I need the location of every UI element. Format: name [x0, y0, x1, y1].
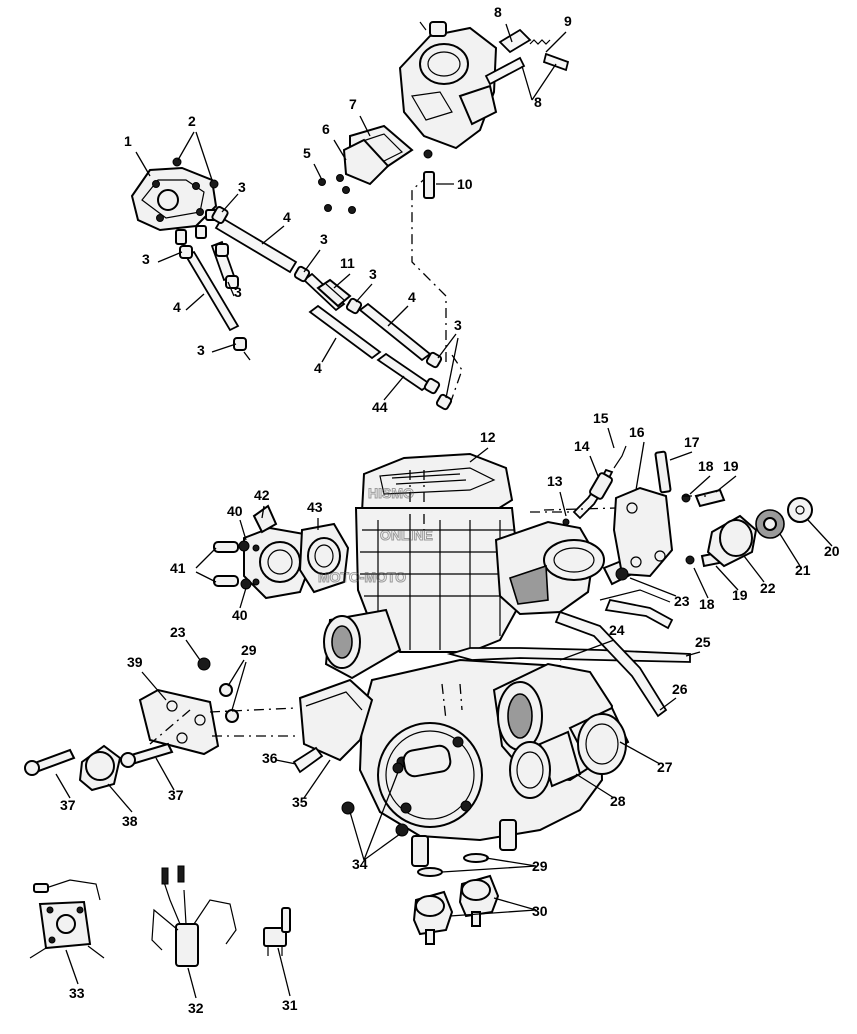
watermark-line-1: HISMO [368, 485, 414, 501]
callout-c8a: 8 [494, 4, 502, 20]
callout-c30: 30 [532, 903, 548, 919]
electrical-parts [29, 865, 291, 967]
callout-c14: 14 [574, 438, 590, 454]
callout-c19b: 19 [732, 587, 748, 603]
callout-c3a: 3 [238, 179, 246, 195]
callout-c3b: 3 [142, 251, 150, 267]
bottom-engine-mounts [412, 853, 500, 945]
callout-c17: 17 [684, 434, 700, 450]
callout-c7: 7 [349, 96, 357, 112]
callout-c4a: 4 [283, 209, 291, 225]
callout-c6: 6 [322, 121, 330, 137]
callout-c18b: 18 [699, 596, 715, 612]
callout-c3f: 3 [369, 266, 377, 282]
callout-c23a: 23 [674, 593, 690, 609]
callout-c3e: 3 [320, 231, 328, 247]
carburetor-assembly [318, 21, 570, 214]
callout-c4d: 4 [314, 360, 322, 376]
callout-c4b: 4 [173, 299, 181, 315]
watermark-line-2: ONLINE [380, 527, 433, 543]
callout-c37b: 37 [168, 787, 184, 803]
callout-c42: 42 [254, 487, 270, 503]
callout-c38: 38 [122, 813, 138, 829]
right-engine-mount [543, 450, 813, 581]
engine-assembly [292, 445, 691, 867]
callout-c5: 5 [303, 145, 311, 161]
callout-c32: 32 [188, 1000, 204, 1016]
callout-c10: 10 [457, 176, 473, 192]
callout-c43: 43 [307, 499, 323, 515]
callout-c40b: 40 [232, 607, 248, 623]
callout-c26: 26 [672, 681, 688, 697]
callout-c4c: 4 [408, 289, 416, 305]
callout-c13: 13 [547, 473, 563, 489]
callout-c31: 31 [282, 997, 298, 1013]
callout-c16: 16 [629, 424, 645, 440]
callout-c29a: 29 [532, 858, 548, 874]
callout-c3c: 3 [234, 284, 242, 300]
callout-c11: 11 [340, 255, 355, 271]
leader-lines [55, 23, 833, 999]
left-engine-mount [24, 657, 300, 792]
callout-c9: 9 [564, 13, 572, 29]
callout-c23b: 23 [170, 624, 186, 640]
callout-c27: 27 [657, 759, 673, 775]
callout-c28: 28 [610, 793, 626, 809]
callout-c29b: 29 [241, 642, 257, 658]
watermark-line-3: MOTO-MOTO [318, 569, 406, 585]
callout-c33: 33 [69, 985, 85, 1001]
callout-c41: 41 [170, 560, 186, 576]
exhaust-flange-assembly [213, 504, 350, 600]
callout-c35: 35 [292, 794, 308, 810]
callout-c39: 39 [127, 654, 143, 670]
callout-c40a: 40 [227, 503, 243, 519]
callout-c36: 36 [262, 750, 278, 766]
fuel-pump-assembly [130, 157, 219, 245]
callout-c22: 22 [760, 580, 776, 596]
callout-c8b: 8 [534, 94, 542, 110]
callout-c12: 12 [480, 429, 496, 445]
callout-c44: 44 [372, 399, 388, 415]
callout-c20: 20 [824, 543, 840, 559]
callout-c3g: 3 [454, 317, 462, 333]
callout-c15: 15 [593, 410, 609, 426]
watermark: HISMO ONLINE MOTO-MOTO [318, 485, 434, 586]
callout-c19a: 19 [723, 458, 739, 474]
callout-c34: 34 [352, 856, 368, 872]
callout-c25: 25 [695, 634, 711, 650]
callout-c18a: 18 [698, 458, 714, 474]
fuel-lines [179, 175, 463, 411]
callout-c21: 21 [795, 562, 811, 578]
callout-c24: 24 [609, 622, 625, 638]
callout-c2: 2 [188, 113, 196, 129]
callout-c3d: 3 [197, 342, 205, 358]
callout-c37a: 37 [60, 797, 76, 813]
callout-c1: 1 [124, 133, 132, 149]
